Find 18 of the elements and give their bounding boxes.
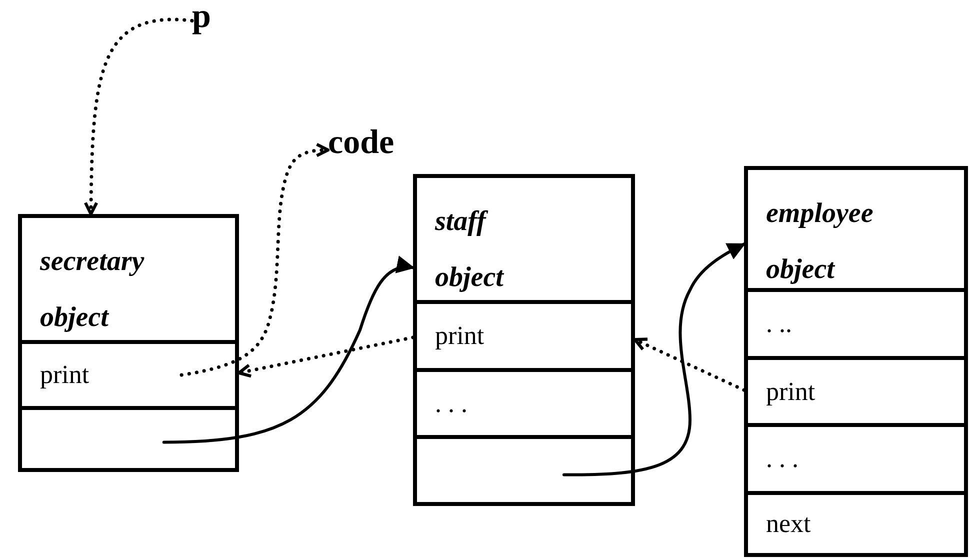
field-name: . ..	[766, 311, 792, 337]
field-name: next	[766, 511, 811, 537]
curved-arrow	[562, 242, 746, 476]
object-name: staff object	[435, 205, 504, 295]
dotted-arrow	[84, 18, 194, 216]
field-name: print	[435, 323, 484, 349]
dotted-arrow	[180, 143, 330, 377]
field-name: print	[766, 378, 816, 404]
object-name: employee object	[766, 197, 874, 287]
curved-arrow	[162, 257, 415, 444]
object-name: secretary object	[40, 245, 144, 335]
pointer-label: code	[328, 126, 394, 160]
field-name: print	[40, 362, 90, 388]
dotted-arrow	[237, 336, 415, 378]
dotted-arrow	[633, 338, 746, 392]
field-name: . . .	[766, 446, 798, 472]
pointer-label: p	[192, 0, 211, 34]
field-name: . . .	[435, 390, 468, 416]
